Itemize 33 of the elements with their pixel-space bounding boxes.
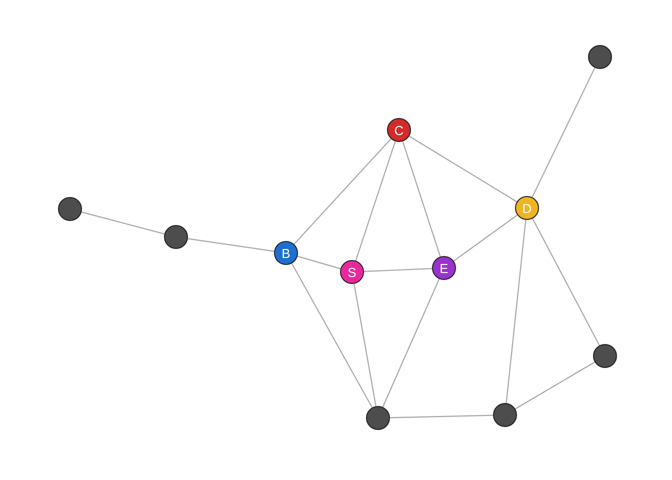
edge-line bbox=[291, 263, 373, 408]
edge-line bbox=[354, 284, 376, 406]
graph-node bbox=[588, 45, 612, 69]
graph-node bbox=[58, 197, 82, 221]
graph-node bbox=[164, 225, 188, 249]
edge-line bbox=[382, 278, 440, 408]
graph-node bbox=[366, 406, 390, 430]
edge-line bbox=[532, 68, 596, 198]
node-label: S bbox=[348, 266, 356, 278]
graph-node bbox=[493, 403, 517, 427]
edge-line bbox=[453, 214, 518, 262]
edge-line bbox=[506, 220, 526, 404]
edge-line bbox=[532, 218, 600, 346]
node-label: E bbox=[440, 262, 448, 274]
graph-node bbox=[387, 118, 411, 142]
edge-line bbox=[364, 268, 432, 272]
edge-line bbox=[402, 141, 441, 257]
graph-node bbox=[432, 256, 456, 280]
node-label: B bbox=[282, 246, 290, 260]
edge-line bbox=[81, 212, 165, 234]
graph-node bbox=[340, 260, 364, 284]
node-label: C bbox=[394, 124, 404, 136]
edge-line bbox=[294, 138, 392, 245]
graph-node bbox=[593, 344, 617, 368]
edge-line bbox=[355, 141, 396, 261]
edge-line bbox=[408, 136, 518, 202]
edge-line bbox=[297, 256, 341, 270]
edge-line bbox=[390, 414, 494, 418]
node-label: D bbox=[522, 202, 532, 214]
graph-node bbox=[274, 241, 298, 265]
edge-line bbox=[188, 238, 274, 252]
graph-node bbox=[515, 196, 539, 220]
edge-line bbox=[515, 362, 595, 410]
